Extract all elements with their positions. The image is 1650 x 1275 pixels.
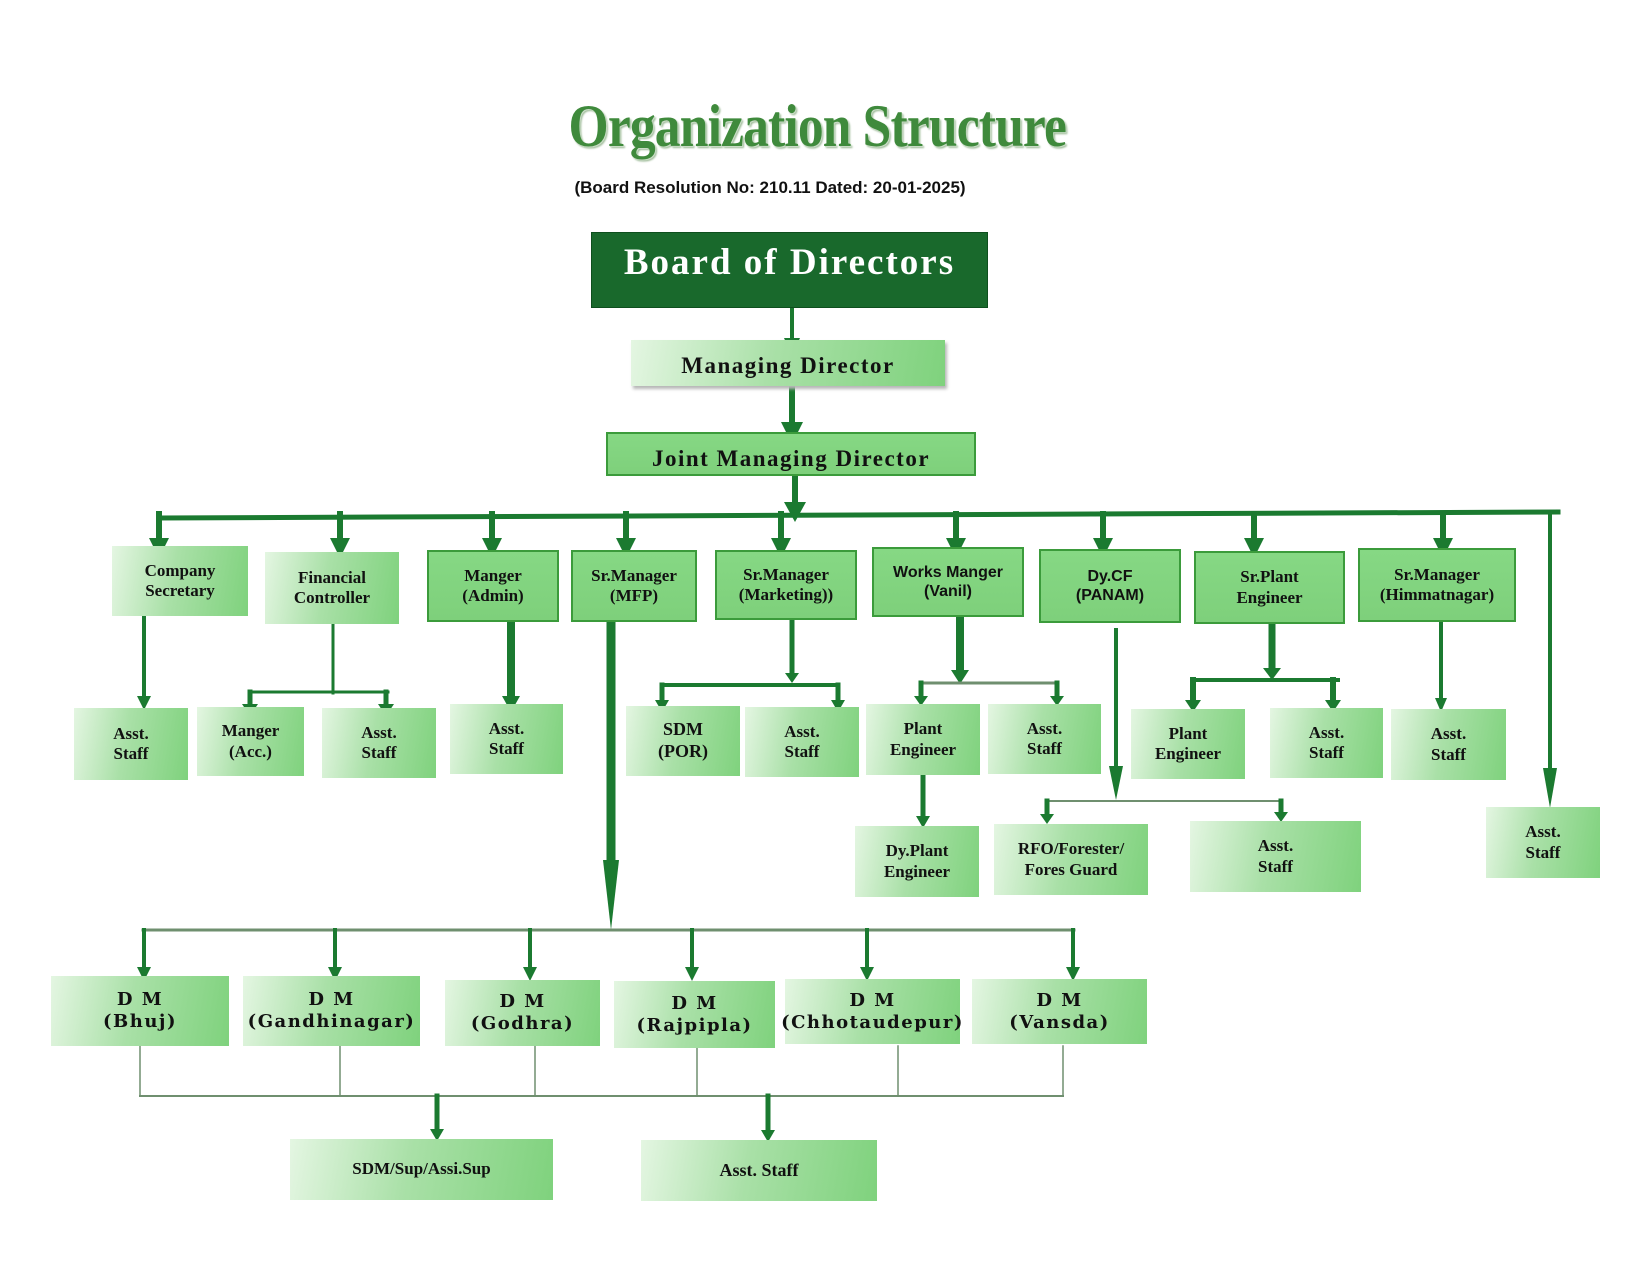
arrow-head: [1263, 668, 1281, 680]
node-sr-manager-marketing: Sr.Manager (Marketing)): [715, 550, 857, 620]
node-sdm-por: SDM (POR): [626, 706, 740, 776]
arrow-head: [914, 696, 928, 706]
arrow-head: [951, 670, 969, 684]
arrow-head: [523, 967, 537, 981]
node-dm-vansda: D M (Vansda): [972, 979, 1147, 1044]
node-sr-plant-engineer: Sr.Plant Engineer: [1194, 551, 1345, 624]
node-manager-admin: Manger (Admin): [427, 550, 559, 622]
arrow-head: [1543, 768, 1557, 808]
node-dy-cf-panam: Dy.CF (PANAM): [1039, 549, 1181, 623]
arrow-head: [771, 538, 791, 558]
node-board-of-directors: Board of Directors: [591, 232, 988, 308]
node-financial-controller: Financial Controller: [265, 552, 399, 624]
node-dm-bhuj: D M (Bhuj): [51, 976, 229, 1046]
page-title: Organization Structure: [568, 93, 1067, 159]
node-dy-plant-engineer: Dy.Plant Engineer: [855, 826, 979, 897]
arrow-head: [430, 1129, 444, 1141]
node-works-manager-vanil: Works Manger (Vanil): [872, 547, 1024, 617]
node-admin-asst-staff: Asst. Staff: [450, 704, 563, 774]
arrow-head: [482, 538, 502, 558]
node-dm-rajpipla: D M (Rajpipla): [614, 981, 775, 1048]
node-vanil-asst-staff: Asst. Staff: [988, 704, 1101, 774]
node-him-asst-staff: Asst. Staff: [1391, 709, 1506, 780]
arrow-head: [1185, 700, 1201, 712]
arrow-head: [137, 967, 151, 981]
arrow-head: [761, 1130, 775, 1142]
arrow-head: [137, 696, 151, 710]
node-rfo-forester-guard: RFO/Forester/ Fores Guard: [994, 824, 1148, 895]
node-joint-managing-director: Joint Managing Director: [606, 432, 976, 476]
node-sr-manager-himmatnagar: Sr.Manager (Himmatnagar): [1358, 548, 1516, 622]
arrow-head: [1050, 696, 1064, 706]
arrow-head: [1325, 700, 1341, 712]
node-dm-asst-staff: Asst. Staff: [641, 1140, 877, 1201]
node-dm-gandhinagar: D M (Gandhinagar): [243, 976, 420, 1046]
node-spe-plant-engineer: Plant Engineer: [1131, 709, 1245, 779]
arrow-head: [1109, 766, 1123, 800]
arrow-head: [1093, 538, 1113, 558]
arrow-head: [330, 538, 350, 558]
arrow-head: [1435, 698, 1447, 712]
node-managing-director: Managing Director: [631, 340, 945, 386]
node-spe-asst-staff: Asst. Staff: [1270, 708, 1383, 778]
arrow-head: [603, 860, 619, 930]
node-sdm-sup: SDM/Sup/Assi.Sup: [290, 1139, 553, 1200]
arrow-head: [616, 538, 636, 558]
arrow-head: [1066, 967, 1080, 981]
node-mkt-asst-staff: Asst. Staff: [745, 707, 859, 777]
arrow-head: [685, 967, 699, 981]
arrow-head: [1274, 812, 1288, 822]
node-cs-asst-staff: Asst. Staff: [74, 708, 188, 780]
node-panam-asst-staff: Asst. Staff: [1190, 821, 1361, 892]
node-sr-manager-mfp: Sr.Manager (MFP): [571, 550, 697, 622]
arrow-head: [785, 673, 799, 683]
page-subtitle: (Board Resolution No: 210.11 Dated: 20-0…: [574, 178, 966, 197]
node-dm-godhra: D M (Godhra): [445, 980, 600, 1046]
arrow-head: [1244, 538, 1264, 558]
node-manager-acc: Manger (Acc.): [197, 707, 304, 776]
node-fc-asst-staff: Asst. Staff: [322, 708, 436, 778]
node-jmd-asst-staff: Asst. Staff: [1486, 807, 1600, 878]
node-dm-chhotaudepur: D M (Chhotaudepur): [781, 979, 962, 1044]
main-bus: [156, 509, 1561, 521]
arrow-head: [328, 967, 342, 981]
arrow-head: [784, 502, 806, 522]
arrow-head: [860, 967, 874, 981]
arrow-head: [916, 816, 930, 828]
node-vanil-plant-engineer: Plant Engineer: [866, 704, 980, 775]
arrow-head: [1040, 814, 1054, 824]
arrow-head: [831, 700, 845, 712]
node-company-secretary: Company Secretary: [112, 546, 248, 616]
